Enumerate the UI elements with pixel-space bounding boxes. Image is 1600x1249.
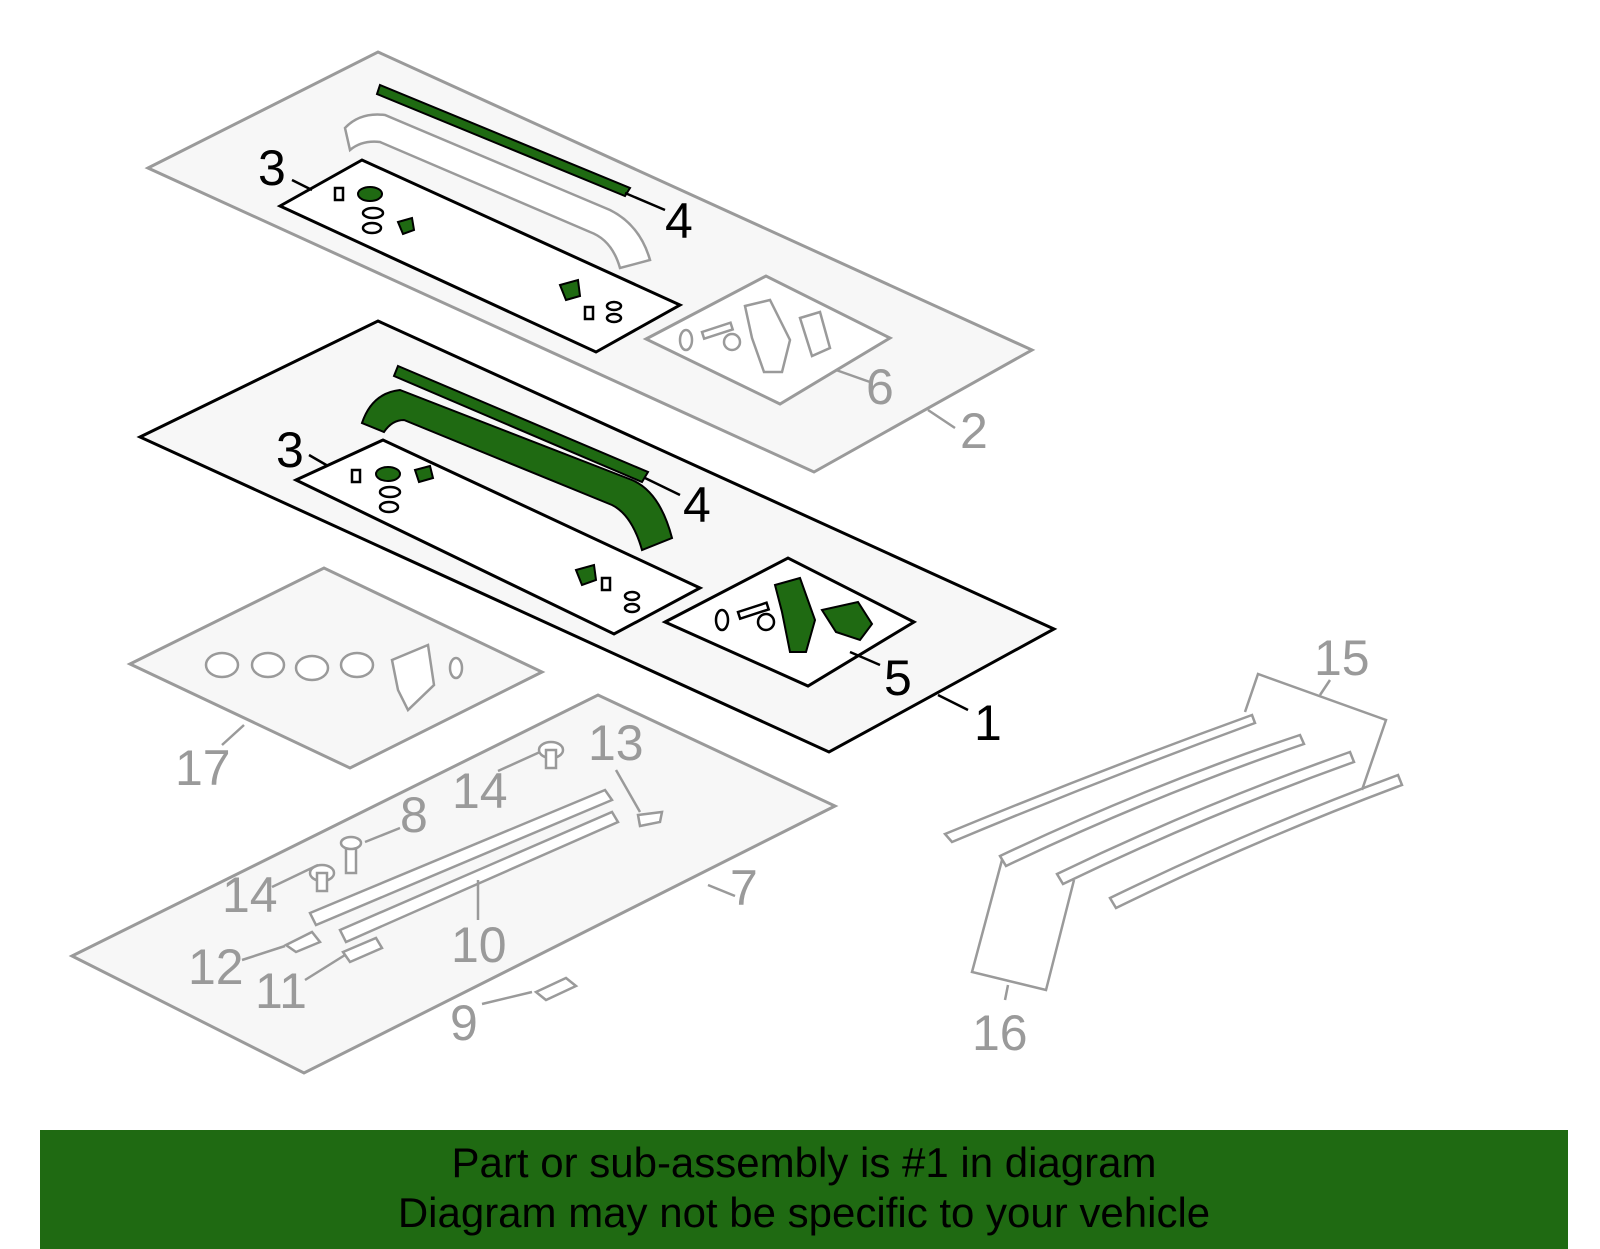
callout-3-main: 3 — [276, 422, 304, 478]
hardware-small-parts-main — [350, 464, 641, 614]
callout-7: 7 — [730, 860, 758, 916]
callout-16: 16 — [972, 1005, 1028, 1061]
callout-8: 8 — [400, 787, 428, 843]
parts-diagram: 3 4 6 2 3 4 5 1 17 13 14 8 7 14 10 12 11… — [68, 50, 1404, 1075]
rail-molding-4-top — [375, 83, 632, 198]
panel-17-assembly — [126, 566, 546, 770]
callout-12: 12 — [188, 939, 244, 995]
callout-6: 6 — [866, 359, 894, 415]
callout-13: 13 — [588, 715, 644, 771]
callout-4-top: 4 — [665, 193, 693, 249]
notice-line-2: Diagram may not be specific to your vehi… — [397, 1189, 1211, 1236]
callout-labels: 3 4 6 2 3 4 5 1 17 13 14 8 7 14 10 12 11… — [175, 140, 1370, 1061]
fastener-set-17 — [204, 643, 464, 713]
callout-1: 1 — [974, 695, 1002, 751]
hardware-5-parts — [714, 576, 874, 653]
notice-line-1: Part or sub-assembly is #1 in diagram — [451, 1139, 1157, 1186]
hardware-6-parts — [678, 298, 832, 374]
panel-7-assembly — [68, 693, 839, 1075]
callout-5: 5 — [884, 650, 912, 706]
hardware-small-parts-top — [333, 186, 623, 324]
callout-2: 2 — [960, 403, 988, 459]
panel-3-top — [276, 158, 684, 354]
callout-11: 11 — [255, 963, 307, 1019]
callout-14-lower: 14 — [222, 867, 278, 923]
molding-assembly-15-16 — [942, 672, 1404, 1001]
callout-10: 10 — [451, 917, 507, 973]
roof-rail-1 — [360, 388, 674, 552]
callout-4-main: 4 — [683, 477, 711, 533]
callout-3-top: 3 — [258, 140, 286, 196]
notice-banner: Part or sub-assembly is #1 in diagram Di… — [40, 1130, 1568, 1249]
roof-strip-10 — [308, 788, 614, 927]
rail-molding-4-main — [392, 364, 650, 484]
callout-15: 15 — [1314, 630, 1370, 686]
panel-2-assembly — [144, 50, 1036, 474]
callout-17: 17 — [175, 740, 231, 796]
callout-14-upper: 14 — [452, 763, 508, 819]
callout-9: 9 — [450, 995, 478, 1051]
panel-1-assembly — [136, 319, 1058, 754]
